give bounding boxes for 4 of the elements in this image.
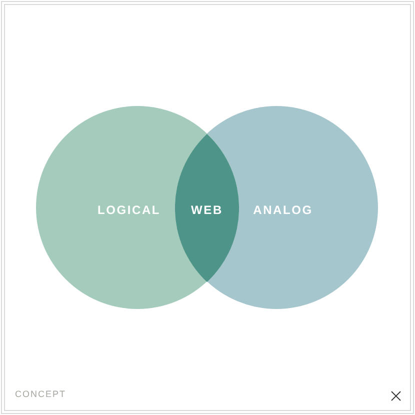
set-label: WEB <box>191 202 223 216</box>
set-label: ANALOG <box>253 202 313 216</box>
set-label: LOGICAL <box>97 202 161 216</box>
caption-label: CONCEPT <box>15 389 66 400</box>
